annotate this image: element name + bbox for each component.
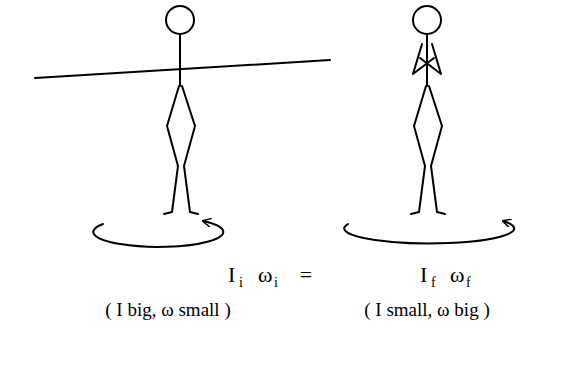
skater-arms-in (411, 6, 445, 214)
state-note: ( I big, ω small ) (105, 300, 230, 319)
omega-symbol: ω (258, 264, 272, 286)
omega-symbol: ω (450, 264, 464, 286)
subscript: f (466, 276, 471, 290)
moment-symbol: I (228, 264, 235, 286)
subscript: f (431, 276, 436, 290)
subscript: i (239, 276, 243, 290)
moment-symbol: I (420, 264, 427, 286)
state-note: ( I small, ω big ) (364, 300, 489, 319)
rotation-arrow (344, 221, 514, 243)
rotation-arrow (93, 221, 223, 247)
skater-arms-out (35, 6, 330, 214)
equals-sign: = (300, 264, 312, 286)
subscript: i (274, 276, 278, 290)
